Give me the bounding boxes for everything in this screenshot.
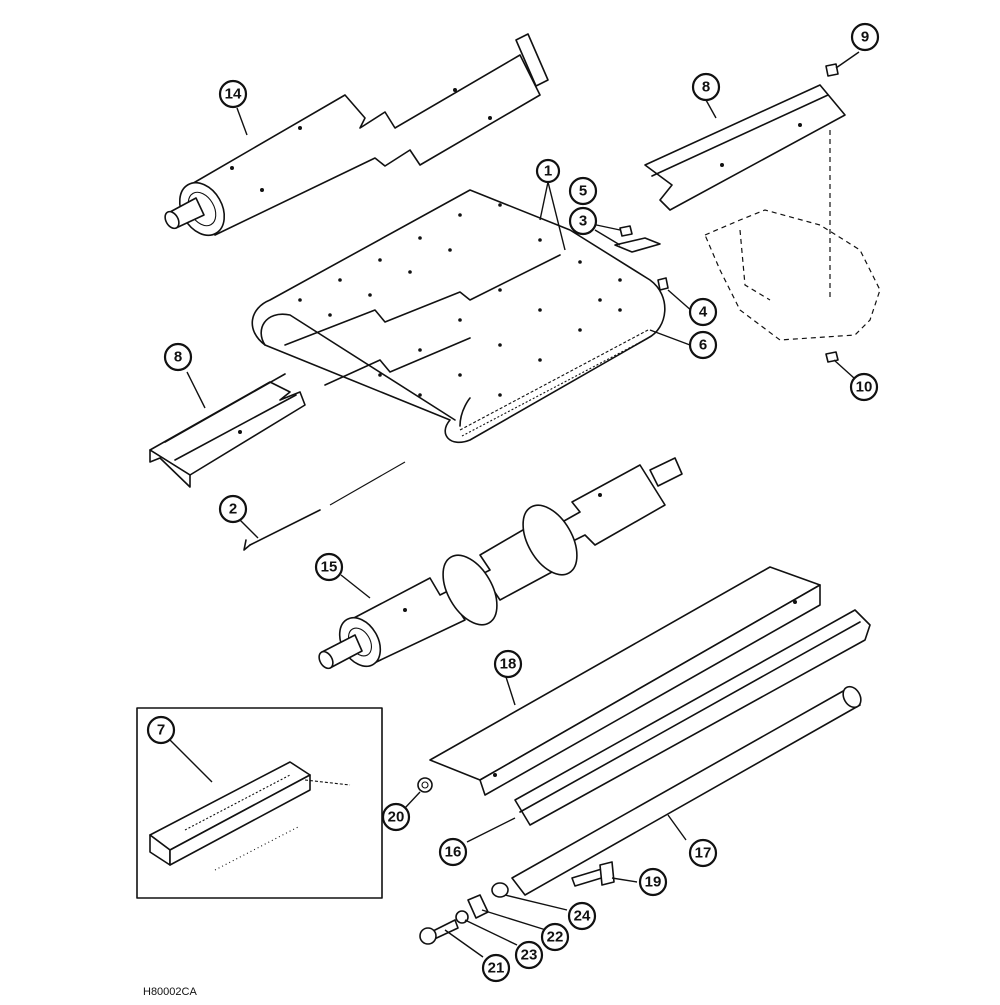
callout-17[interactable]: 17 — [688, 838, 718, 868]
callout-22-label: 22 — [547, 929, 564, 946]
callout-20-label: 20 — [388, 809, 405, 826]
callout-3-label: 3 — [579, 213, 587, 230]
callout-24[interactable]: 24 — [567, 901, 597, 931]
callout-15-label: 15 — [321, 559, 338, 576]
callout-20[interactable]: 20 — [381, 802, 411, 832]
leader-lines — [169, 51, 860, 958]
callout-23-label: 23 — [521, 947, 538, 964]
rod-part — [243, 461, 406, 551]
rail-16 — [514, 609, 871, 826]
callout-14-label: 14 — [225, 86, 242, 103]
hardware-3 — [614, 237, 661, 253]
callout-7-label: 7 — [157, 722, 165, 739]
callout-4[interactable]: 4 — [688, 297, 718, 327]
tube-17 — [511, 685, 862, 896]
callout-16-label: 16 — [445, 844, 462, 861]
callout-10[interactable]: 10 — [849, 372, 879, 402]
callout-23[interactable]: 23 — [514, 940, 544, 970]
callout-19[interactable]: 19 — [638, 867, 668, 897]
conveyor-belt — [251, 189, 666, 444]
rail-18 — [429, 566, 821, 796]
callout-14[interactable]: 14 — [218, 79, 248, 109]
belt-rivet-pattern — [298, 203, 622, 397]
dashed-frame — [704, 130, 881, 341]
callout-10-label: 10 — [856, 379, 873, 396]
callout-7[interactable]: 7 — [146, 715, 176, 745]
callout-21-label: 21 — [488, 960, 505, 977]
callout-22[interactable]: 22 — [540, 922, 570, 952]
hardware-5 — [619, 225, 633, 237]
callout-9-label: 9 — [861, 29, 869, 46]
callout-18-label: 18 — [500, 656, 517, 673]
callout-6-label: 6 — [699, 337, 707, 354]
callout-17-label: 17 — [695, 845, 712, 862]
callout-18[interactable]: 18 — [493, 649, 523, 679]
callout-3[interactable]: 3 — [568, 206, 598, 236]
callout-8-left-label: 8 — [174, 349, 182, 366]
callout-19-label: 19 — [645, 874, 662, 891]
callout-2[interactable]: 2 — [218, 494, 248, 524]
washer-20 — [417, 777, 433, 793]
bolt-21 — [419, 919, 459, 945]
callout-8-right[interactable]: 8 — [691, 72, 721, 102]
right-channel — [644, 84, 846, 211]
callout-4-label: 4 — [699, 304, 708, 321]
hardware-9 — [825, 63, 839, 77]
callout-15[interactable]: 15 — [314, 552, 344, 582]
callout-9[interactable]: 9 — [850, 22, 880, 52]
bolt-19 — [571, 861, 615, 887]
bracket-22 — [467, 894, 489, 919]
hardware-4 — [657, 277, 669, 291]
hardware-10 — [825, 351, 839, 363]
callout-6[interactable]: 6 — [688, 330, 718, 360]
inset-detail-box — [136, 707, 383, 899]
spacer-24 — [491, 882, 509, 898]
callout-8-right-label: 8 — [702, 79, 710, 96]
upper-roller — [164, 33, 549, 237]
callout-16[interactable]: 16 — [438, 837, 468, 867]
figure-code: H80002CA — [143, 986, 197, 998]
callout-21[interactable]: 21 — [481, 953, 511, 983]
callout-8-left[interactable]: 8 — [163, 342, 193, 372]
left-channel — [149, 373, 306, 488]
callout-24-label: 24 — [574, 908, 591, 925]
callout-5[interactable]: 5 — [568, 176, 598, 206]
callout-2-label: 2 — [229, 501, 237, 518]
lower-roller — [318, 457, 683, 670]
callout-1-label: 1 — [544, 163, 552, 180]
callout-1[interactable]: 1 — [535, 158, 561, 184]
callout-5-label: 5 — [579, 183, 587, 200]
